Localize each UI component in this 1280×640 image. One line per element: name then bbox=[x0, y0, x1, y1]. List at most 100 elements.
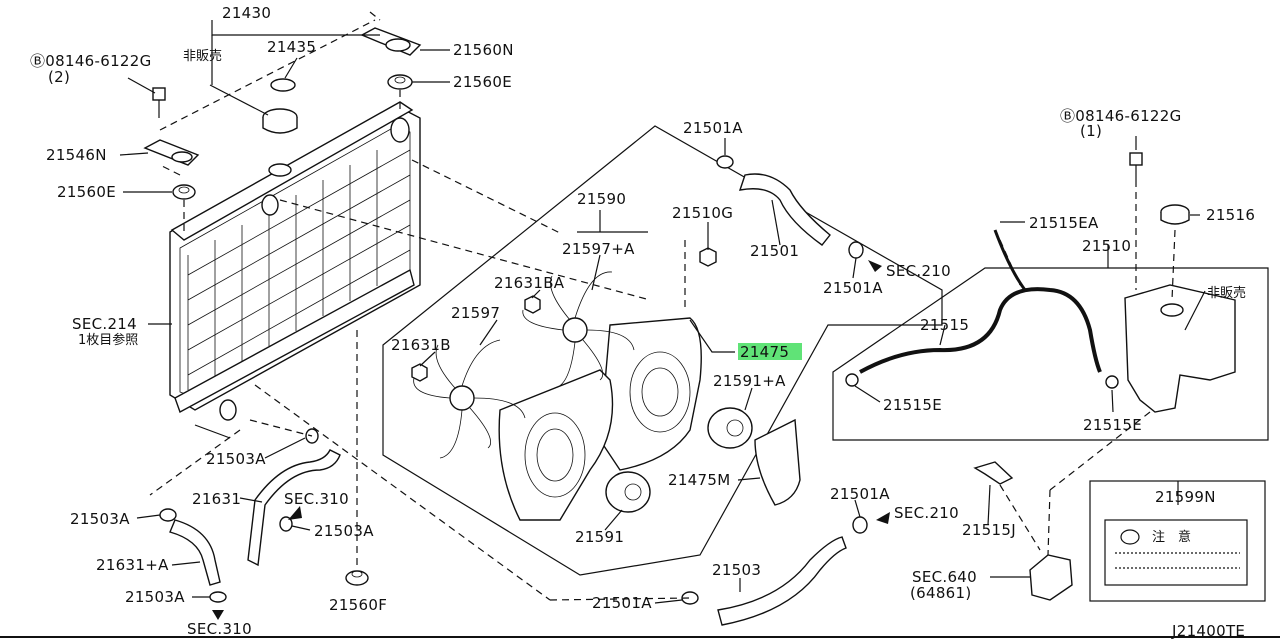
clip-21515E-left[interactable] bbox=[845, 373, 859, 387]
label-21560E-left: 21560E bbox=[57, 183, 116, 201]
label-21435: 21435 bbox=[267, 38, 316, 56]
clamp-21501A-top[interactable] bbox=[716, 155, 734, 169]
label-sec214-note: 1枚目参照 bbox=[78, 332, 138, 348]
label-21503A-1: 21503A bbox=[206, 450, 266, 468]
drain-plug[interactable] bbox=[270, 78, 296, 92]
nut-21631BA[interactable] bbox=[524, 295, 541, 314]
clip-21515J[interactable] bbox=[973, 461, 1014, 485]
label-21475: 21475 bbox=[740, 343, 789, 361]
clamp-21501A-mid[interactable] bbox=[848, 241, 864, 259]
label-21503A-2: 21503A bbox=[314, 522, 374, 540]
label-21560N: 21560N bbox=[453, 41, 514, 59]
label-sec640-code: (64861) bbox=[910, 584, 972, 602]
bracket-21546N[interactable] bbox=[143, 139, 200, 166]
label-21516: 21516 bbox=[1206, 206, 1255, 224]
label-21501: 21501 bbox=[750, 242, 799, 260]
hose-21503[interactable] bbox=[717, 536, 847, 626]
label-bolt-right: Ⓑ08146-6122G bbox=[1060, 107, 1182, 125]
fan-shroud-21475[interactable] bbox=[599, 317, 702, 471]
fan-shroud-21590[interactable] bbox=[498, 369, 614, 521]
label-not-sold-1: 非販売 bbox=[183, 48, 222, 64]
label-21430: 21430 bbox=[222, 4, 271, 22]
label-21515: 21515 bbox=[920, 316, 969, 334]
radiator[interactable] bbox=[169, 101, 421, 439]
radiator-cap[interactable] bbox=[262, 108, 298, 134]
label-21515E-right: 21515E bbox=[1083, 416, 1142, 434]
label-21503A-3: 21503A bbox=[70, 510, 130, 528]
bracket-21560N[interactable] bbox=[360, 27, 422, 56]
reservoir-hose-21515[interactable] bbox=[859, 287, 1102, 374]
clamp-21503A-3[interactable] bbox=[159, 508, 177, 522]
hose-21501[interactable] bbox=[738, 173, 831, 246]
label-sec210-low: SEC.210 bbox=[894, 504, 959, 522]
label-21501A-mid: 21501A bbox=[823, 279, 883, 297]
clip-21515E-right[interactable] bbox=[1105, 375, 1119, 389]
label-21475M: 21475M bbox=[668, 471, 730, 489]
arrow-sec210-top-icon bbox=[868, 260, 882, 272]
fan-21597[interactable] bbox=[413, 339, 526, 459]
label-21599N: 21599N bbox=[1155, 488, 1216, 506]
label-not-sold-2: 非販売 bbox=[1207, 285, 1246, 301]
label-21591: 21591 bbox=[575, 528, 624, 546]
label-21560F: 21560F bbox=[329, 596, 387, 614]
label-sec640: SEC.640 bbox=[912, 568, 977, 586]
clip-21515EA[interactable] bbox=[993, 229, 1027, 291]
nissan-logo-icon bbox=[1120, 529, 1140, 545]
label-21631A: 21631+A bbox=[96, 556, 169, 574]
label-21515EA: 21515EA bbox=[1029, 214, 1099, 232]
label-21597A: 21597+A bbox=[562, 240, 635, 258]
reservoir-tank-21510[interactable] bbox=[1124, 284, 1236, 413]
bracket-sec640[interactable] bbox=[1029, 554, 1073, 601]
label-21591A: 21591+A bbox=[713, 372, 786, 390]
clamp-21501A-low[interactable] bbox=[852, 516, 868, 534]
clamp-21503A-2[interactable] bbox=[279, 516, 293, 532]
leader-lines bbox=[119, 20, 1206, 604]
label-21515E-left: 21515E bbox=[883, 396, 942, 414]
dashed-lines bbox=[149, 11, 1176, 601]
label-sec310-mid: SEC.310 bbox=[284, 490, 349, 508]
label-21501A-top: 21501A bbox=[683, 119, 743, 137]
mount-bush-21560E-left[interactable] bbox=[172, 184, 196, 200]
label-sec310-bottom: SEC.310 bbox=[187, 620, 252, 638]
label-21631BA: 21631BA bbox=[494, 274, 565, 292]
fan-motor-21591A[interactable] bbox=[707, 407, 753, 449]
label-21510: 21510 bbox=[1082, 237, 1131, 255]
mount-bush-21560F[interactable] bbox=[345, 570, 369, 586]
mount-bush-21560E-top[interactable] bbox=[387, 74, 413, 90]
clamp-21503A-4[interactable] bbox=[209, 591, 227, 603]
reservoir-cap-21516[interactable] bbox=[1160, 204, 1190, 225]
caution-label bbox=[1104, 519, 1248, 586]
arrow-sec310-bottom-icon bbox=[212, 610, 224, 620]
reservoir-frame bbox=[832, 267, 1269, 441]
hose-21631A[interactable] bbox=[169, 519, 221, 586]
highlight-21475 bbox=[738, 343, 802, 360]
label-bolt-right-qty: (1) bbox=[1080, 122, 1102, 140]
hose-21631[interactable] bbox=[247, 449, 341, 567]
label-21546N: 21546N bbox=[46, 146, 107, 164]
label-sec214: SEC.214 bbox=[72, 315, 137, 333]
label-sec210-top: SEC.210 bbox=[886, 262, 951, 280]
label-21590: 21590 bbox=[577, 190, 626, 208]
label-bolt-left: Ⓑ08146-6122G bbox=[30, 52, 152, 70]
label-21560E-top: 21560E bbox=[453, 73, 512, 91]
label-21501A-low: 21501A bbox=[830, 485, 890, 503]
fan-motor-21591[interactable] bbox=[605, 471, 651, 513]
label-21597: 21597 bbox=[451, 304, 500, 322]
label-21515J: 21515J bbox=[962, 521, 1016, 539]
label-21503A-4: 21503A bbox=[125, 588, 185, 606]
shroud-cover-21475M[interactable] bbox=[754, 418, 801, 506]
bolt-right[interactable] bbox=[1129, 152, 1143, 180]
bolt-21510G[interactable] bbox=[699, 247, 717, 267]
label-21631: 21631 bbox=[192, 490, 241, 508]
label-caution: 注 意 bbox=[1152, 529, 1191, 545]
bolt-left[interactable] bbox=[152, 87, 166, 118]
diagram-code: J21400TE bbox=[1171, 622, 1245, 640]
fan-21597A[interactable] bbox=[522, 271, 635, 389]
nut-21631B[interactable] bbox=[411, 363, 428, 382]
arrow-sec210-low-icon bbox=[876, 512, 890, 524]
label-21510G: 21510G bbox=[672, 204, 733, 222]
labels: 21430 21435 非販売 21560N 21560E Ⓑ08146-612… bbox=[30, 4, 1255, 640]
label-21503: 21503 bbox=[712, 561, 761, 579]
